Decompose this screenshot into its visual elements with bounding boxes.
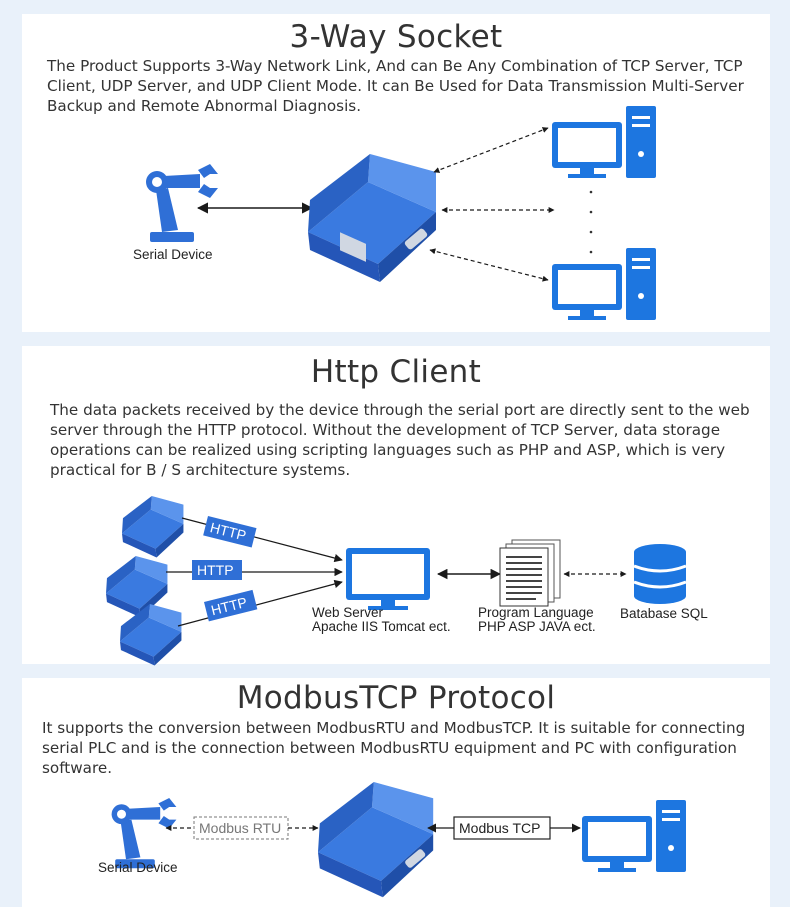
three-way-diagram: Serial Device	[133, 106, 656, 320]
serial-device-label: Serial Device	[133, 247, 213, 262]
link-arrow-top	[433, 127, 549, 173]
serial-server-device-icon	[318, 782, 434, 898]
document-icon	[499, 539, 561, 607]
section-description: It supports the conversion between Modbu…	[42, 719, 746, 777]
serial-server-device-icon	[308, 154, 436, 282]
program-language-label: Program Language	[478, 605, 594, 620]
ellipsis-dots	[589, 170, 593, 254]
modbus-diagram: Serial Device Modbus RTU Modbus TCP	[98, 782, 686, 898]
http-tag: HTTP	[192, 560, 242, 580]
web-server-sub-label: Apache IIS Tomcat ect.	[312, 619, 451, 634]
section-modbus-tcp: ModbusTCP Protocol It supports the conve…	[22, 678, 770, 907]
program-language-sub-label: PHP ASP JAVA ect.	[478, 619, 596, 634]
svg-text:HTTP: HTTP	[197, 562, 234, 578]
section-title: ModbusTCP Protocol	[236, 680, 556, 716]
robot-arm-icon	[111, 798, 177, 869]
serial-server-device-icon	[122, 496, 184, 558]
modbus-tcp-label: Modbus TCP	[459, 820, 540, 836]
section-3way-socket: 3-Way Socket The Product Supports 3-Way …	[22, 14, 770, 332]
modbus-rtu-label: Modbus RTU	[199, 820, 281, 836]
database-label: Batabase SQL	[620, 606, 708, 621]
computer-icon	[552, 248, 656, 320]
link-arrow-bottom	[429, 248, 549, 282]
database-icon	[633, 544, 687, 604]
web-server-label: Web Server	[312, 605, 384, 620]
computer-icon	[552, 106, 656, 178]
robot-arm-icon	[146, 164, 218, 242]
section-title: Http Client	[310, 354, 482, 390]
computer-icon	[582, 800, 686, 872]
serial-server-device-icon	[120, 604, 182, 666]
monitor-icon	[346, 548, 430, 610]
http-tag: HTTP	[203, 516, 257, 548]
section-http-client: Http Client The data packets received by…	[22, 346, 770, 666]
section-description: The Product Supports 3-Way Network Link,…	[47, 57, 744, 115]
http-tag: HTTP	[204, 589, 258, 622]
http-client-diagram: HTTP HTTP HTTP Web Server Apache IIS Tom…	[106, 496, 708, 666]
section-description: The data packets received by the device …	[50, 401, 750, 479]
section-title: 3-Way Socket	[289, 19, 503, 55]
serial-device-label: Serial Device	[98, 860, 178, 875]
http-arrow-bottom	[177, 579, 343, 627]
